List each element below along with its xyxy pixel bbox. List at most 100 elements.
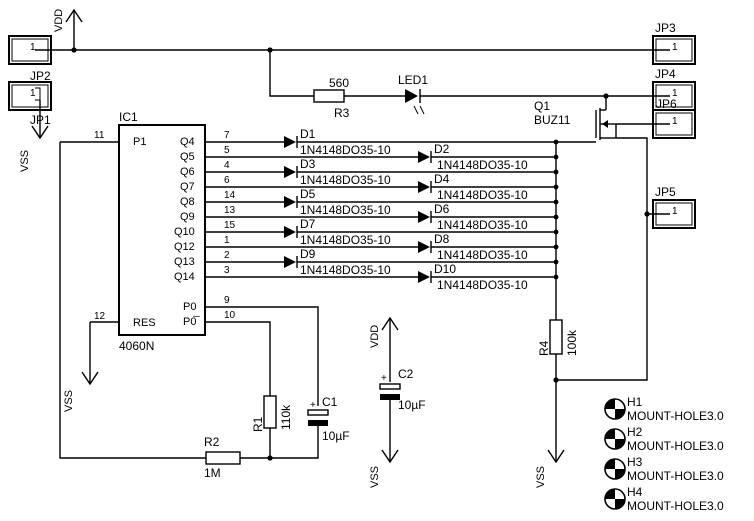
svg-text:Q14: Q14 bbox=[174, 271, 195, 283]
led1: LED1 bbox=[398, 73, 428, 115]
p0-c1-wire bbox=[205, 306, 319, 406]
jp3-pin: 1 bbox=[672, 42, 678, 53]
vss-r4-label: VSS bbox=[535, 466, 547, 488]
q1-mosfet: Q1 BUZ11 bbox=[534, 96, 670, 140]
p0bar-r1-wire bbox=[205, 321, 271, 396]
r2-value: 1M bbox=[204, 466, 221, 480]
jp2-label: JP2 bbox=[30, 69, 51, 83]
svg-text:1: 1 bbox=[224, 235, 230, 246]
ic1: IC1 4060N P1 RES 11 12 Q4 Q5 Q6 Q7 Q8 Q9… bbox=[60, 110, 236, 353]
mount-hole-ref: H4 bbox=[627, 485, 643, 499]
diode-row-d9: D9 1N4148DO35-10 bbox=[205, 247, 559, 277]
diode-row-d3: D3 1N4148DO35-10 bbox=[205, 157, 559, 187]
junction-vdd-1 bbox=[71, 47, 77, 53]
svg-text:Q9: Q9 bbox=[180, 211, 195, 223]
diode-ref: D9 bbox=[300, 247, 316, 261]
r4-value: 100k bbox=[565, 329, 579, 356]
jp1-pin: 1 bbox=[30, 42, 36, 53]
diode-ref: D5 bbox=[300, 187, 316, 201]
diode-value: 1N4148DO35-10 bbox=[437, 158, 528, 172]
mount-hole-value: MOUNT-HOLE3.0 bbox=[627, 499, 724, 513]
mount-hole-value: MOUNT-HOLE3.0 bbox=[627, 439, 724, 453]
diode-value: 1N4148DO35-10 bbox=[437, 188, 528, 202]
diode-ref: D1 bbox=[300, 127, 316, 141]
r1-value: 110k bbox=[279, 404, 293, 430]
diode-value: 1N4148DO35-10 bbox=[300, 263, 391, 277]
diode-value: 1N4148DO35-10 bbox=[437, 248, 528, 262]
q1-ref: Q1 bbox=[534, 99, 550, 113]
jp6-pin: 1 bbox=[672, 116, 678, 127]
vss-jp2-symbol: VSS bbox=[19, 100, 49, 172]
mount-hole-ref: H1 bbox=[627, 395, 643, 409]
jp2-pin-wire bbox=[35, 87, 41, 101]
svg-text:Q8: Q8 bbox=[180, 196, 195, 208]
led1-label: LED1 bbox=[398, 73, 428, 87]
c2-ref: C2 bbox=[398, 367, 414, 381]
vdd-top-symbol: VDD bbox=[53, 9, 83, 50]
diode-ref: D6 bbox=[434, 202, 450, 216]
mount-hole-ref: H2 bbox=[627, 425, 643, 439]
r3-resistor: 560 R3 bbox=[313, 76, 350, 120]
jp5-connector: 1 JP5 bbox=[652, 185, 696, 229]
vss-left-label: VSS bbox=[63, 390, 75, 412]
mount-hole-value: MOUNT-HOLE3.0 bbox=[627, 409, 724, 423]
svg-text:15: 15 bbox=[224, 220, 236, 231]
svg-text:3: 3 bbox=[224, 265, 230, 276]
junction-jp5 bbox=[644, 211, 650, 217]
diode-value: 1N4148DO35-10 bbox=[437, 218, 528, 232]
jp3-connector: 1 JP3 bbox=[652, 21, 696, 65]
junction-r1-r2 bbox=[267, 455, 273, 461]
diode-ref: D7 bbox=[300, 217, 316, 231]
r3-ref: R3 bbox=[334, 106, 350, 120]
diode-row-d10: D10 1N4148DO35-10 bbox=[205, 262, 559, 292]
mount-hole-ref: H3 bbox=[627, 455, 643, 469]
jp4-label: JP4 bbox=[655, 67, 676, 81]
diode-ref: D10 bbox=[434, 262, 456, 276]
svg-text:Q10: Q10 bbox=[174, 226, 195, 238]
diode-value: 1N4148DO35-10 bbox=[300, 203, 391, 217]
vdd-top-label: VDD bbox=[53, 9, 65, 32]
svg-text:Q4: Q4 bbox=[180, 136, 195, 148]
diode-ref: D4 bbox=[434, 172, 450, 186]
svg-text:6: 6 bbox=[224, 175, 230, 186]
svg-text:Q13: Q13 bbox=[174, 256, 195, 268]
r2-resistor: R2 1M bbox=[204, 435, 241, 480]
vdd-c2-label: VDD bbox=[369, 325, 381, 348]
c2-value: 10µF bbox=[398, 398, 426, 412]
vss-c2-label: VSS bbox=[369, 466, 381, 488]
diode-ref: D3 bbox=[300, 157, 316, 171]
diode-value: 1N4148DO35-10 bbox=[300, 173, 391, 187]
ic1-pin-name-res: RES bbox=[133, 317, 156, 329]
ic1-pin-num-11: 11 bbox=[94, 130, 105, 141]
jp2-connector: 1 JP2 JP1 bbox=[8, 69, 52, 127]
svg-text:P0: P0 bbox=[183, 301, 196, 313]
q1-value: BUZ11 bbox=[534, 113, 571, 127]
svg-text:13: 13 bbox=[224, 205, 236, 216]
diode-row-d5: D5 1N4148DO35-10 bbox=[205, 187, 559, 217]
jp5-pin: 1 bbox=[672, 206, 678, 217]
c1-ref: C1 bbox=[322, 395, 338, 409]
svg-text:P0̅: P0̅ bbox=[183, 316, 200, 328]
c1-value: 10µF bbox=[322, 429, 350, 443]
svg-text:5: 5 bbox=[224, 145, 230, 156]
c2-capacitor: VDD + C2 10µF VSS bbox=[369, 316, 426, 488]
gate-bus bbox=[555, 141, 596, 276]
jp2-pin: 1 bbox=[30, 88, 36, 99]
svg-text:7: 7 bbox=[224, 130, 230, 141]
r1-resistor: R1 110k bbox=[251, 395, 293, 432]
ic1-pin-num-12: 12 bbox=[94, 311, 106, 322]
ic1-ref: IC1 bbox=[119, 110, 138, 124]
mount-hole-value: MOUNT-HOLE3.0 bbox=[627, 469, 724, 483]
ic1-pin-name-p1: P1 bbox=[133, 136, 146, 148]
r2-ref: R2 bbox=[204, 435, 220, 449]
svg-text:4: 4 bbox=[224, 160, 230, 171]
r4-resistor: R4 100k VSS bbox=[535, 276, 579, 488]
